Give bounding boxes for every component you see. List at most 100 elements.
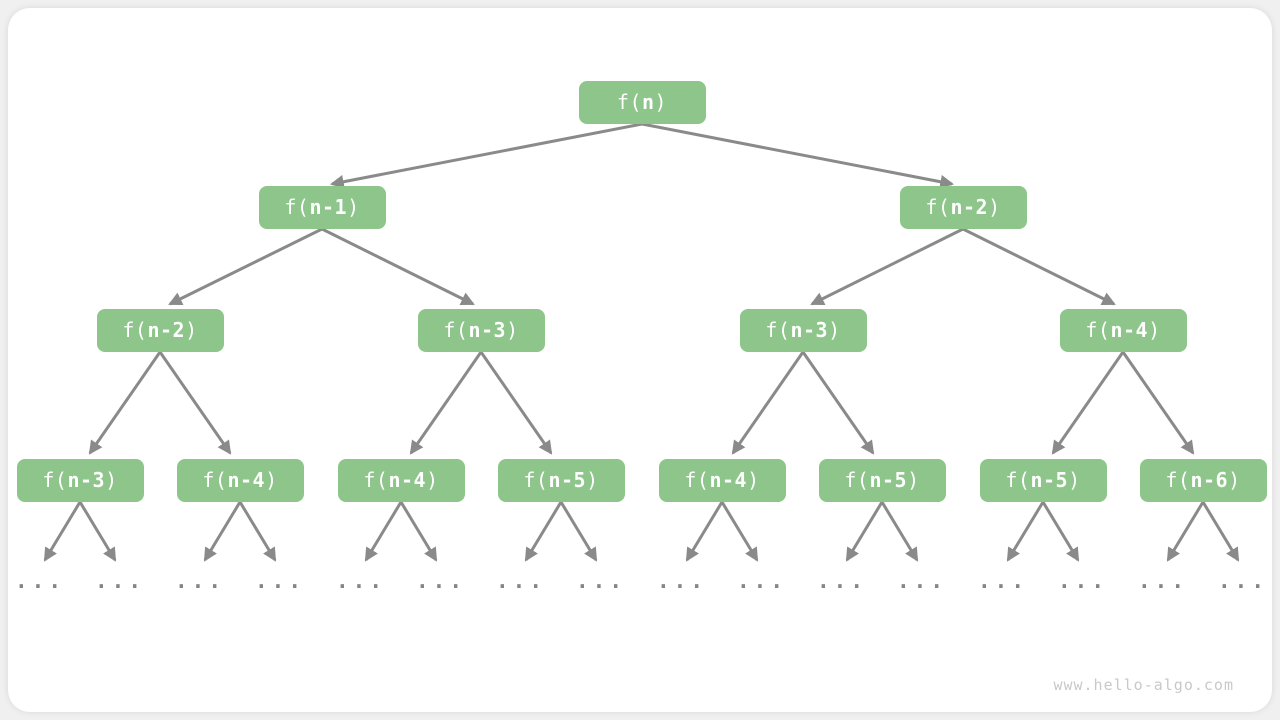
node-label-prefix: f( bbox=[616, 90, 642, 114]
node-label-variable: n-1 bbox=[309, 195, 348, 219]
node-label-suffix: ) bbox=[506, 318, 519, 342]
ellipsis-label: ... bbox=[175, 569, 225, 593]
node-label-suffix: ) bbox=[1068, 468, 1081, 492]
tree-edge-arrow bbox=[845, 501, 884, 562]
tree-edge-arrow bbox=[364, 501, 403, 562]
node-label-suffix: ) bbox=[1228, 468, 1241, 492]
node-label-suffix: ) bbox=[265, 468, 278, 492]
ellipsis-label: ... bbox=[817, 569, 867, 593]
node-label-prefix: f( bbox=[202, 468, 228, 492]
tree-node: f(n-4) bbox=[337, 458, 465, 502]
node-label-prefix: f( bbox=[1085, 318, 1111, 342]
tree-node: f(n-4) bbox=[658, 458, 786, 502]
tree-node: f(n) bbox=[578, 80, 706, 124]
node-label-suffix: ) bbox=[747, 468, 760, 492]
tree-node: f(n-4) bbox=[176, 458, 304, 502]
node-label-suffix: ) bbox=[185, 318, 198, 342]
node-label-prefix: f( bbox=[925, 195, 951, 219]
tree-edge-arrow bbox=[1006, 501, 1045, 562]
ellipsis-label: ... bbox=[15, 569, 65, 593]
node-label-suffix: ) bbox=[654, 90, 668, 114]
node-label-variable: n-4 bbox=[1110, 318, 1149, 342]
tree-edge-arrow bbox=[88, 351, 162, 455]
tree-node: f(n-5) bbox=[979, 458, 1107, 502]
ellipsis-label: ... bbox=[255, 569, 305, 593]
tree-node: f(n-2) bbox=[96, 308, 224, 352]
node-label-prefix: f( bbox=[443, 318, 469, 342]
tree-edge-arrow bbox=[479, 351, 553, 455]
node-label-variable: n-5 bbox=[548, 468, 587, 492]
tree-edge-arrow bbox=[168, 227, 323, 306]
tree-edge-arrow bbox=[203, 501, 242, 562]
tree-edge-arrow bbox=[685, 501, 724, 562]
node-label-prefix: f( bbox=[42, 468, 68, 492]
tree-edge-arrow bbox=[238, 501, 277, 562]
node-label-variable: n-3 bbox=[790, 318, 829, 342]
diagram-card: f(n)f(n-1)f(n-2)f(n-2)f(n-3)f(n-3)f(n-4)… bbox=[8, 8, 1272, 712]
node-label-prefix: f( bbox=[844, 468, 870, 492]
node-label-prefix: f( bbox=[284, 195, 310, 219]
node-label-prefix: f( bbox=[1005, 468, 1031, 492]
tree-edge-arrow bbox=[801, 351, 875, 455]
node-label-prefix: f( bbox=[523, 468, 549, 492]
node-label-variable: n-5 bbox=[1030, 468, 1069, 492]
tree-edge-arrow bbox=[810, 227, 964, 306]
tree-node: f(n-6) bbox=[1139, 458, 1267, 502]
tree-edge-arrow bbox=[880, 501, 919, 562]
tree-edge-arrow bbox=[731, 351, 805, 455]
tree-edge-arrow bbox=[524, 501, 563, 562]
tree-edge-arrow bbox=[1041, 501, 1080, 562]
tree-node: f(n-1) bbox=[258, 185, 386, 229]
tree-edge-arrow bbox=[962, 227, 1116, 306]
tree-edge-arrow bbox=[329, 122, 643, 189]
node-label-suffix: ) bbox=[828, 318, 841, 342]
ellipsis-label: ... bbox=[95, 569, 145, 593]
node-label-prefix: f( bbox=[122, 318, 148, 342]
node-label-suffix: ) bbox=[907, 468, 920, 492]
tree-node: f(n-2) bbox=[899, 185, 1027, 229]
tree-edge-arrow bbox=[409, 351, 483, 455]
node-label-prefix: f( bbox=[684, 468, 710, 492]
ellipsis-label: ... bbox=[1058, 569, 1108, 593]
node-label-variable: n-3 bbox=[67, 468, 106, 492]
tree-node: f(n-3) bbox=[417, 308, 545, 352]
ellipsis-label: ... bbox=[416, 569, 466, 593]
tree-edge-arrow bbox=[43, 501, 82, 562]
node-label-variable: n-5 bbox=[869, 468, 908, 492]
node-label-prefix: f( bbox=[765, 318, 791, 342]
tree-node: f(n-5) bbox=[497, 458, 625, 502]
tree-node: f(n-3) bbox=[16, 458, 144, 502]
tree-edge-arrow bbox=[641, 122, 955, 189]
ellipsis-label: ... bbox=[336, 569, 386, 593]
tree-edge-arrow bbox=[1166, 501, 1205, 562]
tree-edge-arrow bbox=[158, 351, 232, 455]
node-label-variable: n-4 bbox=[709, 468, 748, 492]
ellipsis-label: ... bbox=[1138, 569, 1188, 593]
tree-edge-arrow bbox=[1051, 351, 1125, 455]
node-label-variable: n-6 bbox=[1190, 468, 1229, 492]
ellipsis-label: ... bbox=[576, 569, 626, 593]
node-label-variable: n-4 bbox=[227, 468, 266, 492]
node-label-prefix: f( bbox=[1165, 468, 1191, 492]
node-label-variable: n-4 bbox=[388, 468, 427, 492]
node-label-suffix: ) bbox=[988, 195, 1001, 219]
node-label-variable: n bbox=[642, 90, 655, 114]
tree-edge-arrow bbox=[78, 501, 117, 562]
node-label-variable: n-2 bbox=[147, 318, 186, 342]
tree-edge-arrow bbox=[1121, 351, 1195, 455]
tree-node: f(n-5) bbox=[818, 458, 946, 502]
ellipsis-label: ... bbox=[1218, 569, 1268, 593]
ellipsis-label: ... bbox=[978, 569, 1028, 593]
node-label-suffix: ) bbox=[586, 468, 599, 492]
tree-edge-arrow bbox=[559, 501, 598, 562]
node-label-prefix: f( bbox=[363, 468, 389, 492]
tree-edge-arrow bbox=[720, 501, 759, 562]
watermark: www.hello-algo.com bbox=[1053, 676, 1234, 694]
tree-edge-arrow bbox=[399, 501, 438, 562]
ellipsis-label: ... bbox=[737, 569, 787, 593]
node-label-variable: n-3 bbox=[468, 318, 507, 342]
tree-edge-arrow bbox=[1201, 501, 1240, 562]
tree-edge-arrow bbox=[321, 227, 475, 306]
